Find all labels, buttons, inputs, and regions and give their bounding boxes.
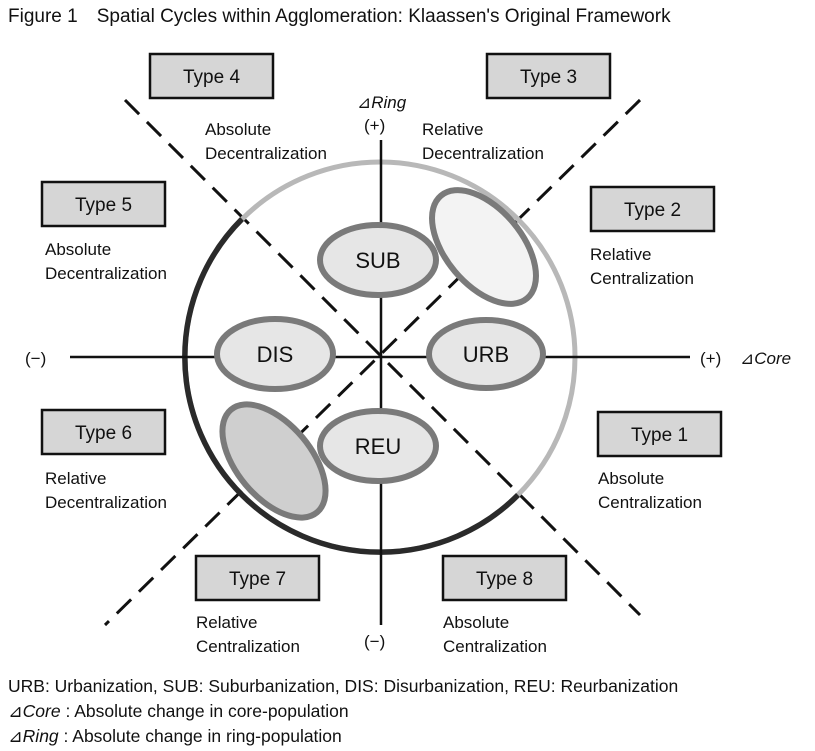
type-6-description-line2: Decentralization <box>45 493 167 512</box>
footnote-ring: ⊿Ring : Absolute change in ring-populati… <box>8 726 342 746</box>
type-3-box <box>485 52 612 100</box>
dis-oval <box>214 316 336 392</box>
core-axis-label: ⊿Core <box>740 349 791 368</box>
urb-label: URB <box>463 342 509 367</box>
type-5-description-line1: Absolute <box>45 240 111 259</box>
type-1-description-line2: Centralization <box>598 493 702 512</box>
type-8-label: Type 8 <box>476 569 533 590</box>
ring-axis-minus: (−) <box>364 632 385 651</box>
type-3-description-line1: Relative <box>422 120 483 139</box>
type-7-box <box>194 554 321 602</box>
type-2-description-line2: Centralization <box>590 269 694 288</box>
footnote-core-term: ⊿Core <box>8 701 61 721</box>
footnote-ring-term: ⊿Ring <box>8 726 59 746</box>
ring-axis-plus: (+) <box>364 116 385 135</box>
sub-oval <box>317 222 439 298</box>
diagonal-dashed-line-main <box>123 98 642 617</box>
type-5-box <box>40 180 167 228</box>
type-1-box <box>596 410 723 458</box>
type-2-label: Type 2 <box>624 200 681 221</box>
footnote-ring-text: : Absolute change in ring-population <box>59 726 342 746</box>
type-4-description-line1: Absolute <box>205 120 271 139</box>
reu-oval <box>317 408 439 484</box>
type-3-description-line2: Decentralization <box>422 144 544 163</box>
cycle-circle-dark-arc <box>182 217 520 555</box>
type-8-description-line1: Absolute <box>443 613 509 632</box>
type-7-description-line1: Relative <box>196 613 257 632</box>
type-3-label: Type 3 <box>520 67 577 88</box>
type-1-label: Type 1 <box>631 425 688 446</box>
type-2-box <box>589 185 716 233</box>
figure-title: Figure 1 Spatial Cycles within Agglomera… <box>8 6 671 27</box>
type-8-box <box>441 554 568 602</box>
type-4-label: Type 4 <box>183 67 240 88</box>
type-7-description-line2: Centralization <box>196 637 300 656</box>
type-1-description-line1: Absolute <box>598 469 664 488</box>
transition-oval-upper-right <box>429 187 539 307</box>
urb-oval <box>426 317 546 391</box>
ring-axis-label: ⊿Ring <box>357 93 407 112</box>
type-8-description-line2: Centralization <box>443 637 547 656</box>
sub-label: SUB <box>355 248 400 273</box>
footnote-abbreviations: URB: Urbanization, SUB: Suburbanization,… <box>8 676 678 696</box>
dis-label: DIS <box>257 342 294 367</box>
transition-oval-lower-left <box>219 401 329 521</box>
type-5-label: Type 5 <box>75 195 132 216</box>
type-7-label: Type 7 <box>229 569 286 590</box>
type-6-label: Type 6 <box>75 423 132 444</box>
type-5-description-line2: Decentralization <box>45 264 167 283</box>
core-axis-plus: (+) <box>700 349 721 368</box>
footnote-core: ⊿Core : Absolute change in core-populati… <box>8 701 349 721</box>
type-6-box <box>40 408 167 456</box>
diagonal-dashed-line-anti <box>103 98 642 627</box>
type-6-description-line1: Relative <box>45 469 106 488</box>
type-2-description-line1: Relative <box>590 245 651 264</box>
type-4-box <box>148 52 275 100</box>
type-4-description-line2: Decentralization <box>205 144 327 163</box>
core-axis-minus: (−) <box>25 349 46 368</box>
footnote-core-text: : Absolute change in core-population <box>61 701 349 721</box>
reu-label: REU <box>355 434 401 459</box>
